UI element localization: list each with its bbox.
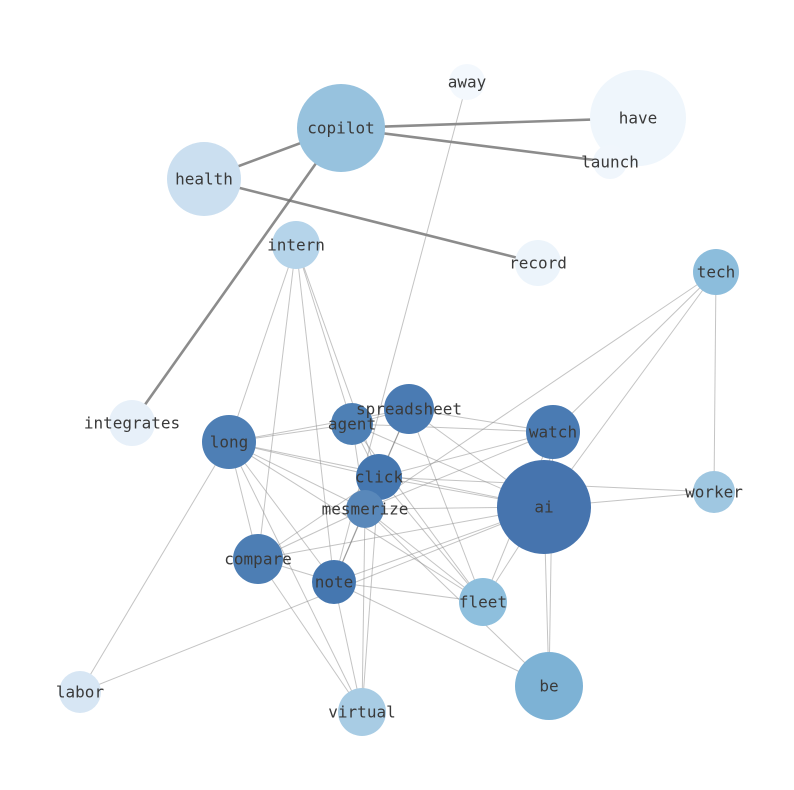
node-worker bbox=[693, 471, 735, 513]
edge-long-note bbox=[228, 441, 335, 583]
node-be bbox=[515, 652, 583, 720]
node-spreadsheet bbox=[384, 384, 434, 434]
node-label-spreadsheet: spreadsheet bbox=[356, 400, 462, 419]
node-label-away: away bbox=[448, 73, 487, 92]
node-label-agent: agent bbox=[328, 415, 376, 434]
labels-layer: away copilot have launch health intern record t… bbox=[56, 73, 743, 722]
edge-intern-note bbox=[295, 244, 335, 583]
edge-note-fleet bbox=[333, 581, 484, 603]
edge-labor-long bbox=[79, 441, 230, 693]
node-away bbox=[449, 64, 485, 100]
edge-intern-click bbox=[295, 244, 380, 478]
node-agent bbox=[331, 403, 373, 445]
node-label-virtual: virtual bbox=[328, 703, 395, 722]
edge-health-record bbox=[203, 177, 539, 265]
node-health bbox=[167, 142, 241, 216]
node-have bbox=[590, 70, 686, 166]
edge-long-spreadsheet bbox=[228, 408, 410, 443]
edge-virtual-long bbox=[228, 441, 363, 713]
edge-spreadsheet-fleet bbox=[408, 408, 484, 603]
edge-tech-ai bbox=[543, 271, 717, 508]
node-label-health: health bbox=[175, 170, 233, 189]
edge-virtual-compare bbox=[257, 558, 363, 713]
edge-watch-mesmerize bbox=[364, 431, 554, 510]
node-label-integrates: integrates bbox=[84, 414, 180, 433]
node-compare bbox=[233, 534, 283, 584]
node-labor bbox=[59, 671, 101, 713]
node-label-tech: tech bbox=[697, 263, 736, 282]
edge-be-note bbox=[333, 581, 550, 687]
node-label-labor: labor bbox=[56, 683, 105, 702]
node-long bbox=[202, 415, 256, 469]
node-click bbox=[356, 454, 402, 500]
node-watch bbox=[526, 405, 580, 459]
node-label-record: record bbox=[509, 254, 567, 273]
edge-watch-click bbox=[378, 431, 554, 478]
node-label-worker: worker bbox=[685, 483, 743, 502]
edge-click-fleet bbox=[378, 476, 484, 603]
node-intern bbox=[272, 221, 320, 269]
nodes-layer bbox=[59, 64, 739, 736]
node-label-click: click bbox=[355, 468, 404, 487]
edge-intern-compare bbox=[257, 244, 297, 560]
edge-agent-watch bbox=[351, 423, 554, 433]
edge-copilot-integrates bbox=[130, 127, 343, 424]
edge-be-mesmerize bbox=[364, 508, 550, 687]
node-label-note: note bbox=[315, 573, 354, 592]
edge-copilot-launch bbox=[340, 126, 611, 164]
node-label-ai: ai bbox=[534, 498, 553, 517]
edge-labor-ai bbox=[79, 506, 545, 693]
edge-tech-worker bbox=[713, 271, 717, 493]
node-label-intern: intern bbox=[267, 236, 325, 255]
edge-intern-agent bbox=[295, 244, 353, 425]
node-label-compare: compare bbox=[224, 550, 291, 569]
node-copilot bbox=[297, 84, 385, 172]
node-ai bbox=[497, 460, 591, 554]
node-label-copilot: copilot bbox=[307, 119, 374, 138]
node-record bbox=[515, 240, 561, 286]
node-launch bbox=[593, 145, 627, 179]
node-label-long: long bbox=[210, 433, 249, 452]
node-label-have: have bbox=[619, 109, 658, 128]
edge-tech-watch bbox=[552, 271, 717, 433]
node-mesmerize bbox=[346, 490, 384, 528]
edge-virtual-mesmerize bbox=[361, 508, 366, 713]
node-integrates bbox=[109, 400, 155, 446]
node-fleet bbox=[459, 578, 507, 626]
node-label-fleet: fleet bbox=[459, 593, 507, 612]
node-note bbox=[312, 560, 356, 604]
node-label-be: be bbox=[539, 677, 558, 696]
node-virtual bbox=[338, 688, 386, 736]
node-tech bbox=[693, 249, 739, 295]
edge-intern-long bbox=[228, 244, 297, 443]
node-label-mesmerize: mesmerize bbox=[322, 500, 409, 519]
edge-copilot-have bbox=[340, 116, 639, 130]
edge-mesmerize-fleet bbox=[364, 508, 484, 603]
node-label-launch: launch bbox=[581, 153, 639, 172]
edge-tech-mesmerize bbox=[364, 271, 717, 510]
node-label-watch: watch bbox=[529, 423, 577, 442]
edge-ai-compare bbox=[257, 506, 545, 560]
edge-agent-fleet bbox=[351, 423, 484, 603]
